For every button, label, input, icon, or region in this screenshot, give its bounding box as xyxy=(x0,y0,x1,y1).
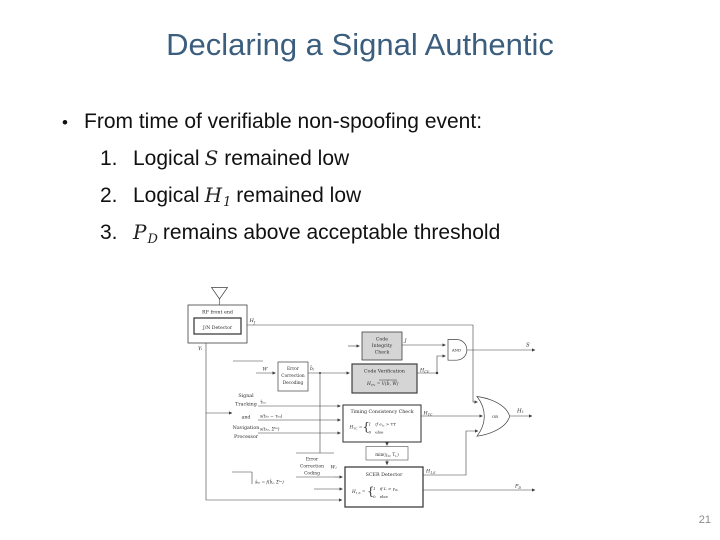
wj-signal-label: Wⱼ xyxy=(331,465,338,471)
hcv-signal-label: HCV xyxy=(419,368,430,374)
antenna-icon xyxy=(210,287,229,300)
jn-detector-box xyxy=(193,317,242,335)
replica-equation: ŝₖₐ = f(b̂ⱼ, Σᵏᵃ) xyxy=(255,480,284,485)
item-number: 3. xyxy=(100,221,118,244)
j-signal-label: J xyxy=(404,338,408,344)
tracking-processor-label: Signal Tracking and Navigation Processor xyxy=(233,393,260,440)
jn-detector-label: J/N Detector xyxy=(202,325,233,331)
code-verification-box: Code Verification HCV = V(b̂, Ŵ) xyxy=(351,363,418,394)
tau-hat-label: τ̂ₖₐ xyxy=(260,401,266,406)
scer-brace: { xyxy=(367,484,374,498)
math-sub: 1 xyxy=(223,195,232,210)
signal-sample-label: s(tₖₐ − τₖₐ) xyxy=(260,415,283,420)
svg-text:and: and xyxy=(241,415,250,421)
tcc-eq-lhs: HTC = xyxy=(349,426,363,431)
s-output-label: S xyxy=(526,343,530,349)
bj-hat-label: b̂ⱼ xyxy=(310,365,315,372)
svg-text:Code: Code xyxy=(376,337,388,343)
tcc-brace: { xyxy=(363,420,370,434)
svg-text:Correction: Correction xyxy=(300,465,324,470)
svg-text:OR: OR xyxy=(492,414,499,419)
block-diagram: RF front end J/N Detector HJ Yᵢ Signal T… xyxy=(187,287,536,508)
slide-title: Declaring a Signal Authentic xyxy=(166,27,554,62)
svg-text:Error: Error xyxy=(287,367,300,372)
svg-text:Timing Consistency Check: Timing Consistency Check xyxy=(350,409,413,415)
code-integrity-check-box: Code Integrity Check xyxy=(361,331,403,361)
math-sub: D xyxy=(147,232,158,247)
timing-consistency-check-box: Timing Consistency Check HTC = { 1 if et… xyxy=(342,404,422,443)
tcc-case2: 0 else xyxy=(369,430,385,435)
bullet-text: From time of verifiable non-spoofing eve… xyxy=(84,110,483,133)
h1s-signal-label: H1,S xyxy=(425,469,436,475)
bullet-item: • From time of verifiable non-spoofing ev… xyxy=(62,110,482,134)
svg-text:AND: AND xyxy=(451,348,461,353)
item-text-post: remained low xyxy=(224,147,350,170)
error-correction-decoding-box: Error Correction Decoding xyxy=(277,361,309,392)
svg-text:Coding: Coding xyxy=(304,472,320,477)
hj-signal-label: HJ xyxy=(249,318,256,324)
item-number: 1. xyxy=(100,147,118,170)
signal-estimate-label: s(tₖₐ, Σᵏᵃ) xyxy=(260,427,280,433)
svg-text:SCER Detector: SCER Detector xyxy=(366,472,404,478)
bullet-icon: • xyxy=(62,113,68,132)
item-text-post: remained low xyxy=(236,184,362,207)
or-gate: OR xyxy=(476,396,510,437)
svg-text:Processor: Processor xyxy=(234,434,259,440)
pd-output-label: PD xyxy=(514,484,521,490)
htc-signal-label: HTC xyxy=(423,411,433,417)
error-correction-coding-label: Error Correction Coding Wⱼ xyxy=(300,458,337,477)
w-prime-label: W′ xyxy=(263,367,270,373)
junction-dot xyxy=(319,372,321,374)
math-var: H xyxy=(204,183,223,207)
item-number: 2. xyxy=(100,184,118,207)
page-number: 21 xyxy=(698,514,711,526)
svg-text:Correction: Correction xyxy=(281,374,305,379)
min-expression: min(γD, TL) xyxy=(375,452,399,458)
svg-text:Signal: Signal xyxy=(238,393,254,399)
item-text-pre: Logical xyxy=(133,184,200,207)
svg-text:Error: Error xyxy=(306,458,319,463)
math-var: P xyxy=(133,220,147,244)
svg-text:Check: Check xyxy=(375,350,390,356)
scer-case1: 1 if L > γth xyxy=(373,486,398,492)
math-var: S xyxy=(204,146,219,170)
svg-text:Tracking: Tracking xyxy=(235,402,257,408)
item-text-pre: Logical xyxy=(133,147,200,170)
svg-text:Navigation: Navigation xyxy=(233,425,260,431)
junction-square xyxy=(435,371,439,375)
connector-lines xyxy=(205,299,536,502)
svg-text:Integrity: Integrity xyxy=(372,343,393,349)
item-text-post: remains above acceptable threshold xyxy=(162,221,501,244)
cv-equation: HCV = V(b̂, Ŵ) xyxy=(366,381,399,387)
and-gate: AND xyxy=(447,339,468,361)
rf-front-end-title: RF front end xyxy=(202,310,233,316)
min-box: min(γD, TL) xyxy=(365,446,409,461)
rf-front-end-box: RF front end J/N Detector xyxy=(187,304,248,344)
scer-detector-box: SCER Detector H1,S = { 1 if L > γth 0 el… xyxy=(344,466,424,508)
yi-signal-label: Yᵢ xyxy=(198,346,202,352)
svg-text:Decoding: Decoding xyxy=(283,381,304,386)
h1-output-label: H₁ xyxy=(516,409,524,415)
tcc-case1: 1 if etc > TT xyxy=(369,422,397,428)
scer-case2: 0 else xyxy=(373,494,389,499)
scer-eq-lhs: H1,S = xyxy=(351,490,366,495)
svg-text:Code Verification: Code Verification xyxy=(364,369,405,375)
